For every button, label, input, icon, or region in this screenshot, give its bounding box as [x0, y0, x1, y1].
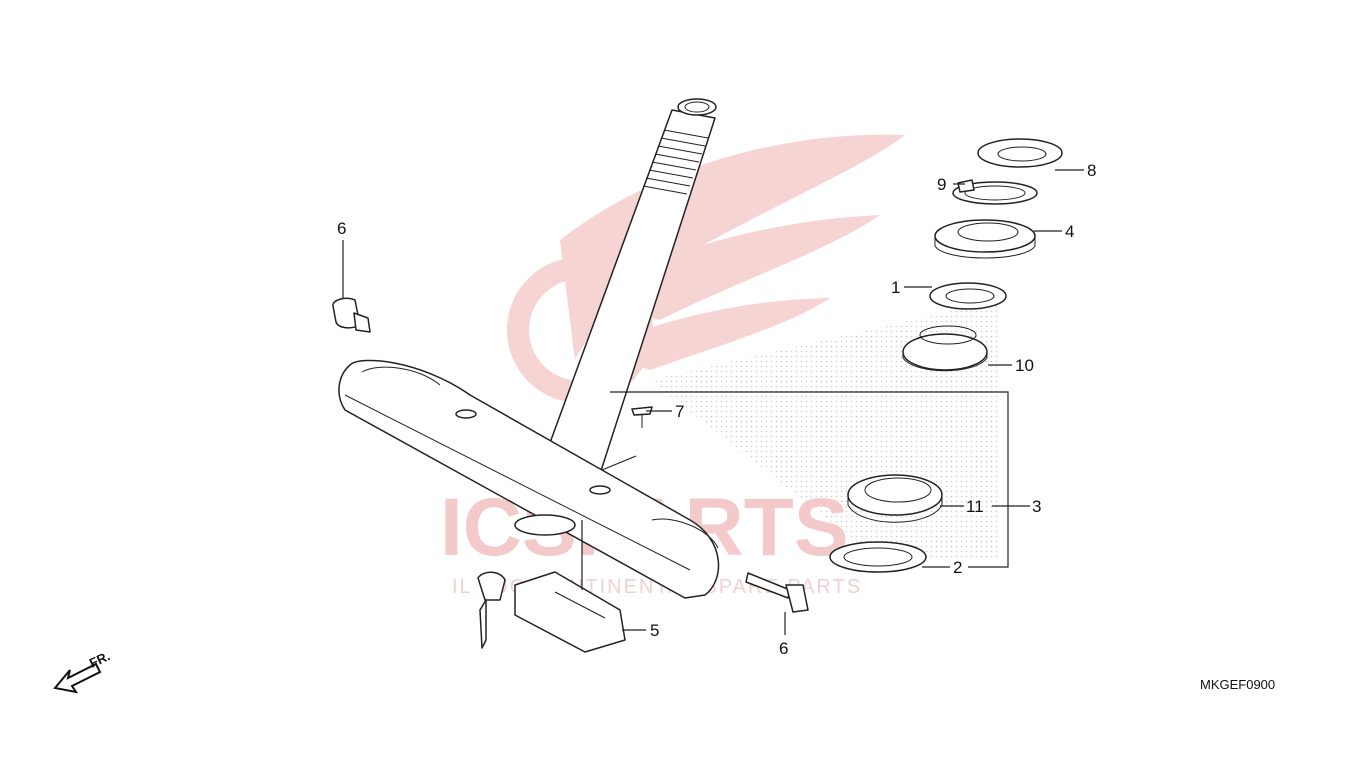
callout-11: 11 [966, 497, 984, 516]
adjusting-nut-4 [934, 219, 1036, 259]
steering-stem-tube [539, 98, 717, 481]
callout-1: 1 [891, 278, 900, 297]
washer-9 [952, 179, 1038, 205]
callout-5: 5 [650, 621, 659, 640]
lower-bearing-11 [847, 474, 943, 523]
ignition-switch-5 [477, 520, 626, 653]
callout-3: 3 [1032, 497, 1041, 516]
leader-lines [342, 169, 1084, 635]
upper-bearing-10 [902, 325, 988, 372]
screw-7 [631, 406, 653, 428]
locknut-8 [977, 138, 1063, 168]
bolt-6-left [332, 297, 371, 333]
front-direction-label: FR. [87, 648, 112, 670]
diagram-code: MKGEF0900 [1200, 677, 1275, 692]
callout-8: 8 [1087, 161, 1096, 180]
dust-seal-1 [929, 282, 1007, 310]
callout-6-right: 6 [779, 639, 788, 658]
bolt-6-right [745, 572, 809, 613]
front-direction-arrow: FR. [53, 648, 112, 694]
dust-seal-2 [829, 541, 927, 573]
callout-2: 2 [953, 558, 962, 577]
callout-10: 10 [1015, 356, 1034, 375]
bottom-bridge [338, 359, 720, 599]
callout-4: 4 [1065, 222, 1074, 241]
callout-9: 9 [937, 175, 946, 194]
callout-6-left: 6 [337, 219, 346, 238]
callout-7: 7 [675, 402, 684, 421]
